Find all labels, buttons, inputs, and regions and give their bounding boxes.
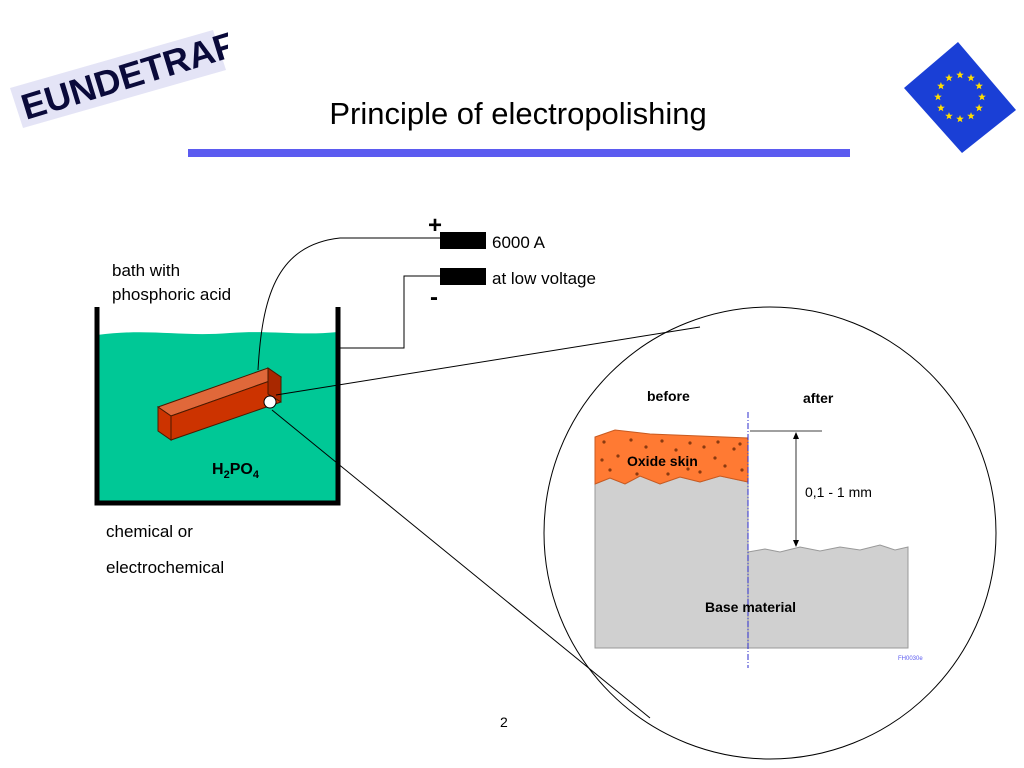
- oxide-speck: [644, 445, 648, 449]
- base-material-label: Base material: [705, 599, 796, 615]
- eu-star: [967, 73, 975, 82]
- oxide-speck: [688, 441, 692, 445]
- eu-star: [975, 82, 983, 90]
- oxide-speck: [713, 456, 717, 460]
- positive-terminal: [440, 232, 486, 249]
- oxide-speck: [608, 468, 612, 472]
- eu-star: [937, 104, 945, 112]
- oxide-skin-label: Oxide skin: [627, 453, 698, 469]
- magnify-point: [263, 395, 277, 409]
- oxide-speck: [666, 472, 670, 476]
- voltage-label: at low voltage: [492, 269, 596, 288]
- oxide-speck: [740, 468, 744, 472]
- oxide-speck: [716, 440, 720, 444]
- current-label: 6000 A: [492, 233, 546, 252]
- base-material-after: [747, 544, 909, 649]
- plus-sign: +: [428, 212, 442, 239]
- oxide-speck: [738, 442, 742, 446]
- eu-flag-icon: [904, 42, 1016, 153]
- oxide-speck: [723, 464, 727, 468]
- wire-negative: [338, 275, 440, 349]
- method-line2: electrochemical: [106, 558, 224, 577]
- oxide-speck: [629, 438, 633, 442]
- magnify-line-top: [275, 326, 701, 396]
- eu-star: [937, 82, 945, 90]
- eundetraf-logo: EUNDETRAF: [10, 28, 228, 128]
- formula-label: H2PO4: [212, 461, 260, 481]
- eu-star: [945, 73, 953, 82]
- oxide-speck: [635, 472, 639, 476]
- eu-star: [956, 115, 964, 123]
- oxide-speck: [732, 447, 736, 451]
- method-line1: chemical or: [106, 522, 193, 541]
- eu-star: [978, 93, 986, 101]
- thickness-label: 0,1 - 1 mm: [805, 484, 872, 500]
- workpiece-end: [267, 367, 282, 403]
- tank-outline: [94, 307, 341, 506]
- oxide-speck: [600, 458, 604, 462]
- eu-star: [945, 112, 953, 120]
- eu-star: [934, 93, 942, 101]
- negative-terminal: [440, 268, 486, 285]
- figure-code: FH0030e: [898, 656, 923, 662]
- base-material-before: [594, 475, 749, 649]
- dimension-arrow-bottom: [793, 540, 799, 547]
- minus-sign: -: [430, 284, 438, 311]
- oxide-speck: [660, 439, 664, 443]
- eu-star: [967, 112, 975, 120]
- dimension-arrow-top: [793, 432, 799, 439]
- oxide-speck: [674, 448, 678, 452]
- wire-positive: [257, 237, 440, 371]
- before-label: before: [647, 388, 690, 404]
- oxide-speck: [616, 454, 620, 458]
- bath-label-line1: bath with: [112, 261, 180, 280]
- after-label: after: [803, 390, 834, 406]
- oxide-speck: [686, 467, 690, 471]
- oxide-speck: [702, 445, 706, 449]
- oxide-skin: [594, 429, 749, 485]
- bath-label-line2: phosphoric acid: [112, 285, 231, 304]
- page-number: 2: [500, 714, 508, 730]
- magnified-view-circle: [543, 306, 997, 760]
- eu-star: [975, 104, 983, 112]
- magnify-line-bottom: [271, 409, 651, 719]
- oxide-speck: [698, 470, 702, 474]
- oxide-speck: [602, 440, 606, 444]
- eu-star: [956, 71, 964, 79]
- title-underline: [188, 149, 850, 157]
- page-title: Principle of electropolishing: [329, 96, 707, 131]
